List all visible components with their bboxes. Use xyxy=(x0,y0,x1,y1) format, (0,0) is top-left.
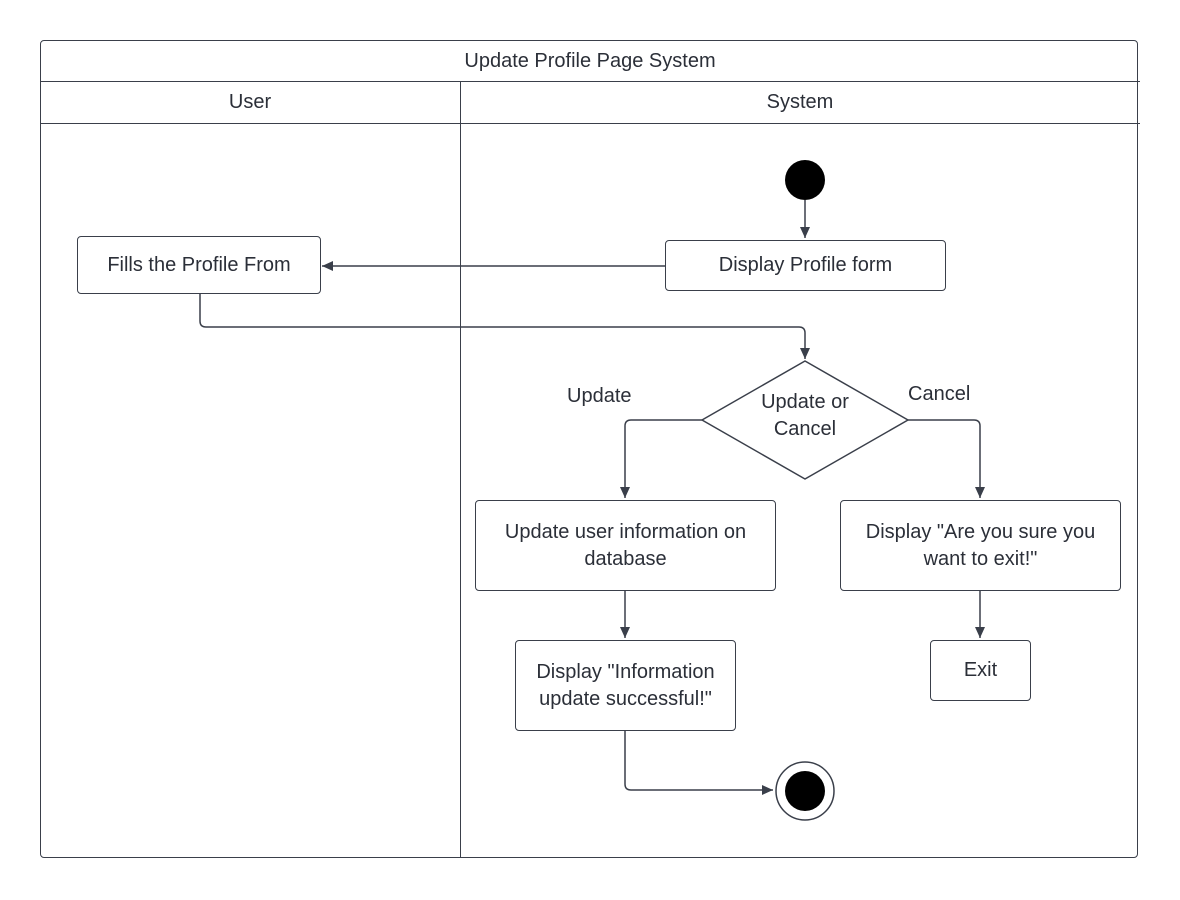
end-node xyxy=(775,761,835,821)
activity-confirm-exit: Display "Are you sure you want to exit!" xyxy=(840,500,1121,591)
title-divider xyxy=(40,81,1140,82)
lane-divider xyxy=(460,82,461,858)
edge-success-to-end xyxy=(624,730,773,795)
diagram-title: Update Profile Page System xyxy=(464,49,716,72)
activity-update-db: Update user information on database xyxy=(475,500,776,591)
activity-exit: Exit xyxy=(930,640,1031,701)
activity-update-success: Display "Information update successful!" xyxy=(515,640,736,731)
activity-fill-profile: Fills the Profile From xyxy=(77,236,321,294)
activity-display-profile-form: Display Profile form xyxy=(665,240,946,291)
edge-decision-to-update-db xyxy=(620,419,702,498)
lane-header-divider xyxy=(40,123,1140,124)
edge-decision-to-confirm-exit xyxy=(908,419,985,498)
swimlane-pool xyxy=(40,40,1138,858)
decision-label: Update or Cancel xyxy=(761,391,849,440)
edge-label-update: Update xyxy=(567,385,632,407)
lane-header-system: System xyxy=(766,90,834,113)
edge-fill-profile-to-decision xyxy=(199,294,810,359)
edge-label-cancel: Cancel xyxy=(908,383,971,405)
start-node xyxy=(785,160,825,200)
lane-header-user: User xyxy=(228,90,272,113)
decision-diamond xyxy=(701,360,909,480)
